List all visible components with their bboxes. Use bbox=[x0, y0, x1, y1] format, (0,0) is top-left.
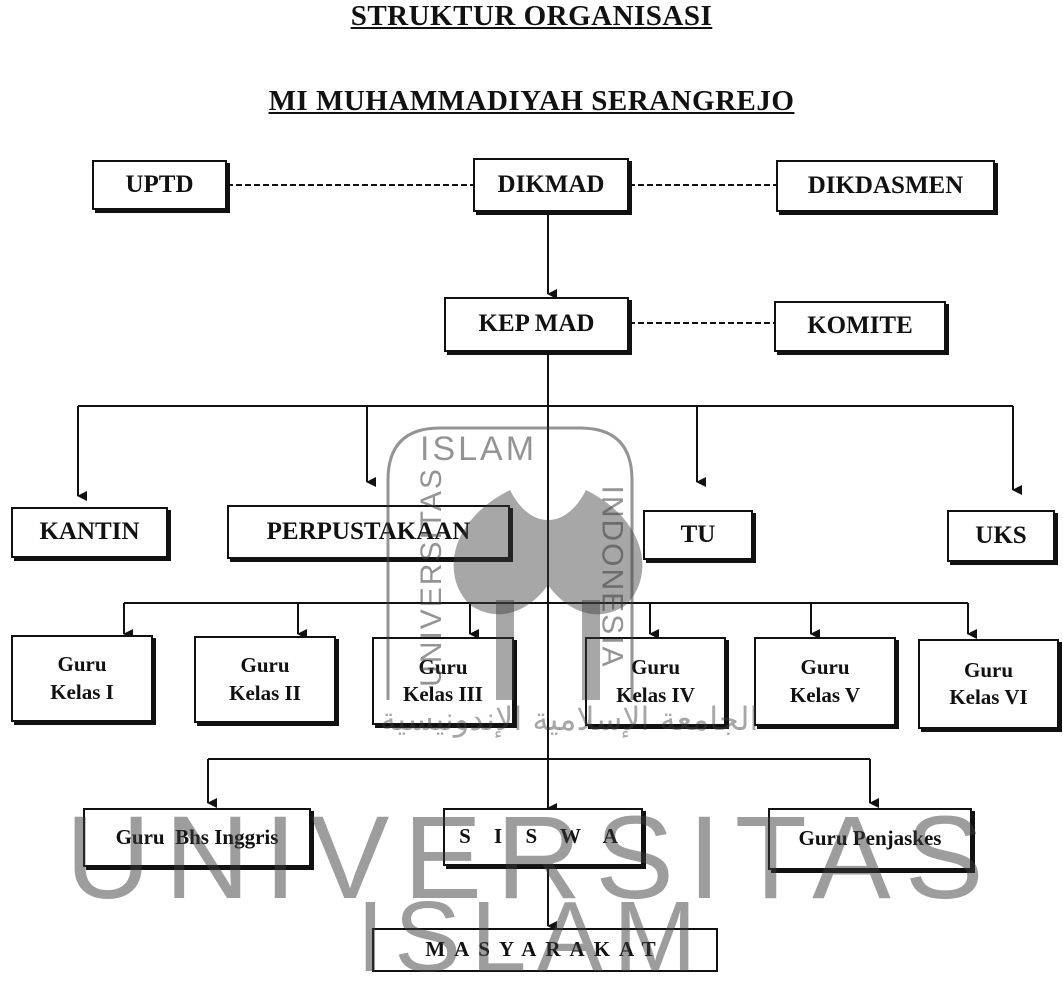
guru6-line2: Kelas VI bbox=[949, 685, 1028, 709]
node-guru-penjaskes: Guru Penjaskes bbox=[768, 808, 972, 870]
node-kantin: KANTIN bbox=[11, 507, 168, 558]
guru2-line1: Guru bbox=[240, 653, 290, 678]
node-guru-kelas-5: Guru Kelas V bbox=[754, 637, 896, 726]
node-guru-kelas-6: Guru Kelas VI bbox=[918, 639, 1059, 729]
guru5-line2: Kelas V bbox=[789, 682, 861, 707]
node-guru-kelas-3: Guru Kelas III bbox=[372, 637, 514, 725]
guru1-line2: Kelas I bbox=[50, 679, 114, 704]
node-guru-kelas-2: Guru Kelas II bbox=[194, 636, 336, 723]
node-uptd: UPTD bbox=[92, 160, 227, 210]
guru3-line1: Guru bbox=[418, 654, 468, 679]
guru5-line1: Guru bbox=[800, 655, 850, 680]
node-kepmad: KEP MAD bbox=[444, 297, 629, 352]
node-perpustakaan: PERPUSTAKAAN bbox=[227, 505, 510, 559]
node-uks: UKS bbox=[947, 510, 1055, 562]
guru4-line2: Kelas IV bbox=[616, 682, 695, 707]
guru3-line2: Kelas III bbox=[403, 682, 483, 706]
node-dikmad: DIKMAD bbox=[473, 158, 629, 212]
guru4-line1: Guru bbox=[630, 655, 680, 680]
node-siswa: S I S W A bbox=[443, 808, 643, 866]
guru2-line2: Kelas II bbox=[229, 680, 301, 705]
node-dikdasmen: DIKDASMEN bbox=[776, 160, 995, 212]
guru6-line1: Guru bbox=[963, 657, 1013, 682]
guru1-line1: Guru bbox=[57, 652, 107, 677]
node-tu: TU bbox=[643, 510, 753, 560]
chart-subtitle: MI MUHAMMADIYAH SERANGREJO bbox=[268, 85, 795, 117]
node-komite: KOMITE bbox=[774, 301, 946, 352]
node-guru-kelas-1: Guru Kelas I bbox=[11, 635, 153, 722]
node-masyarakat: MASYARAKAT bbox=[372, 928, 718, 972]
node-guru-kelas-4: Guru Kelas IV bbox=[585, 637, 726, 726]
node-guru-bhs-inggris: Guru Bhs Inggris bbox=[83, 808, 311, 867]
chart-title: STRUKTUR ORGANISASI bbox=[350, 0, 713, 32]
